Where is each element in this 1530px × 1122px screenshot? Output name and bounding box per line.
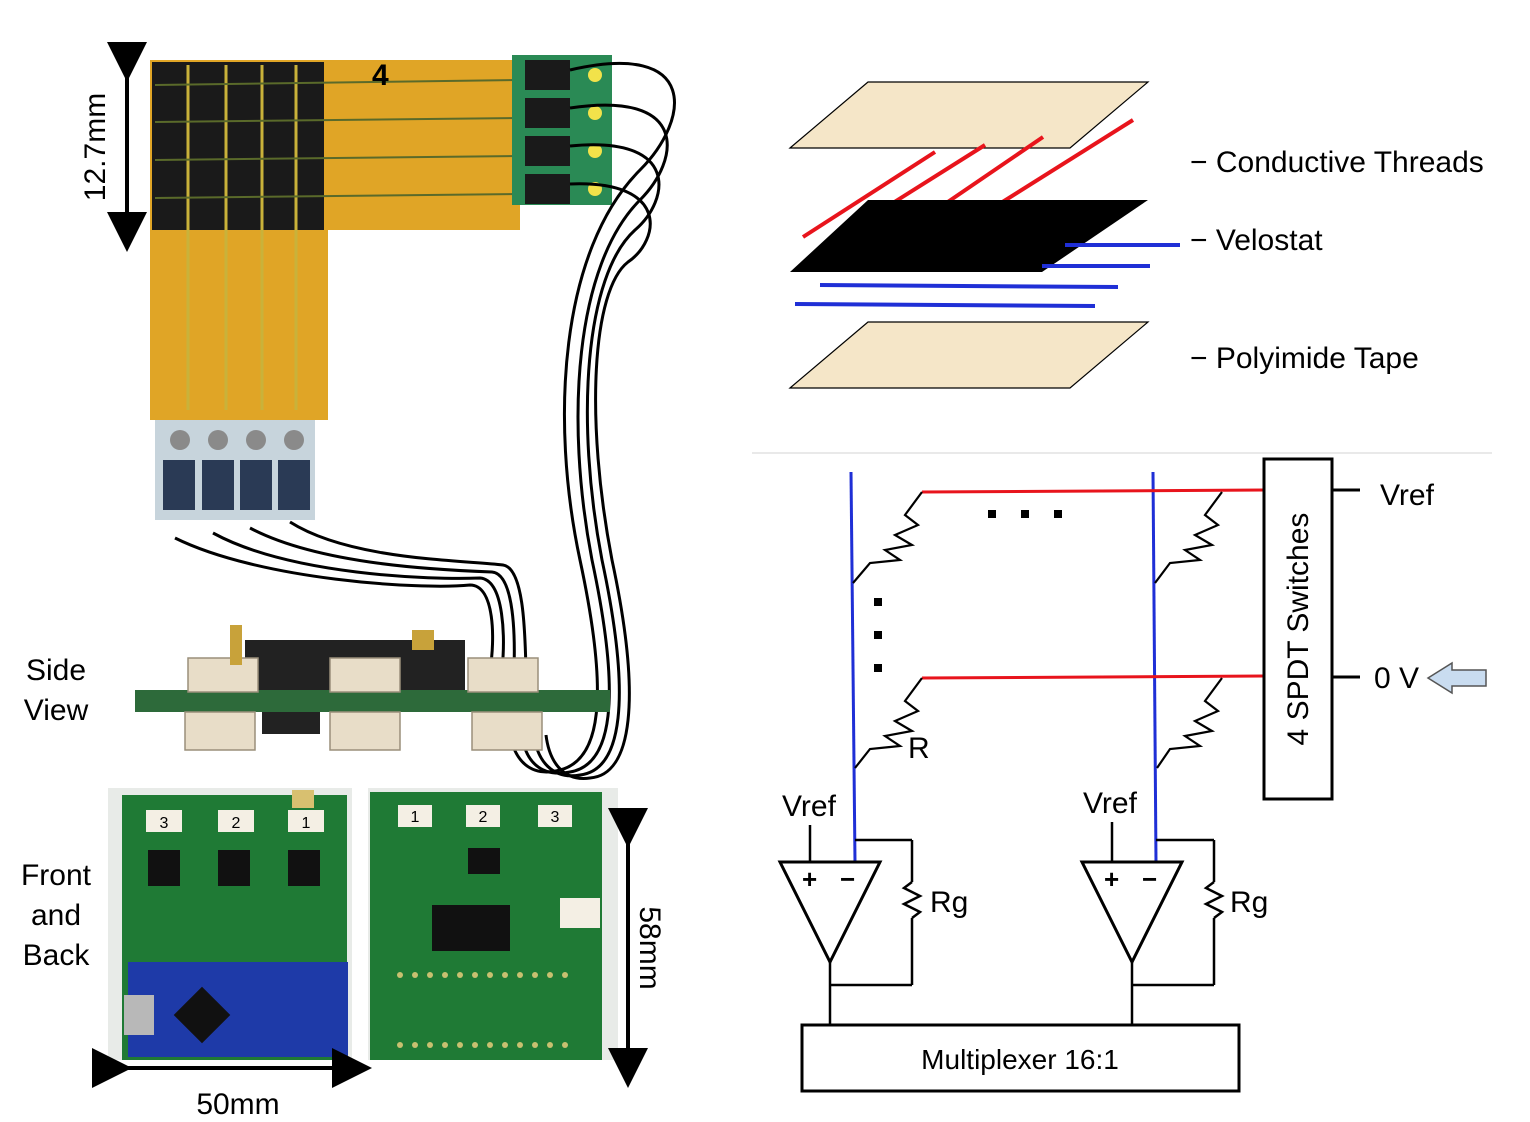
label-velostat: − Velostat xyxy=(1190,224,1323,257)
front-back-label-3: Back xyxy=(23,939,91,972)
amp2-plus: + xyxy=(1104,864,1119,894)
side-view-label-2: View xyxy=(24,694,89,727)
right-pins xyxy=(525,60,570,204)
multiplexer-box xyxy=(800,1023,1241,1093)
rg-amp1-label: Rg xyxy=(930,886,968,919)
ellipsis-vertical xyxy=(874,598,882,672)
arduino-nano xyxy=(128,962,348,1057)
front-board-cable xyxy=(292,790,314,808)
zero-v-arrow xyxy=(1426,661,1487,695)
side-view-pin xyxy=(230,625,242,665)
rg-amp2-label: Rg xyxy=(1230,886,1268,919)
side-view-pcb xyxy=(135,690,610,712)
back-jst xyxy=(560,898,600,928)
front-connector-3: 3 xyxy=(160,815,169,832)
back-chip-small xyxy=(468,848,500,874)
vref-switch-label: Vref xyxy=(1380,479,1435,512)
front-back-label-1: Front xyxy=(21,859,92,892)
bottom-tape-layer xyxy=(788,321,1150,389)
front-connectors xyxy=(146,810,324,832)
sensor-dimension-label: 12.7mm xyxy=(79,93,112,201)
row-wire-1 xyxy=(921,488,1265,494)
row-wire-2 xyxy=(921,674,1265,680)
sensor-resistors xyxy=(852,491,1223,769)
amp1-minus: − xyxy=(840,864,855,894)
vref-amp1-label: Vref xyxy=(782,790,837,823)
velostat-square xyxy=(152,62,324,230)
layer-stack-diagram: − Conductive Threads − Velostat − Polyim… xyxy=(788,81,1484,389)
front-chips xyxy=(148,850,320,886)
resistor-2-1 xyxy=(854,677,923,769)
label-conductive-threads: − Conductive Threads xyxy=(1190,146,1484,179)
side-view-connectors xyxy=(184,657,543,751)
side-view-pin-2 xyxy=(412,630,434,650)
amplifier-2: + − xyxy=(1079,822,1225,1025)
multiplexer-label: Multiplexer 16:1 xyxy=(921,1044,1119,1075)
resistor-2-2 xyxy=(1156,677,1223,769)
back-chip-mux xyxy=(432,905,510,951)
back-connector-1: 1 xyxy=(411,809,420,826)
front-back-label-2: and xyxy=(31,899,81,932)
velostat-layer xyxy=(790,200,1148,272)
label-polyimide-tape: − Polyimide Tape xyxy=(1190,342,1419,375)
height-dimension-label: 58mm xyxy=(633,906,666,989)
width-dimension-label: 50mm xyxy=(196,1088,279,1121)
nano-usb xyxy=(124,995,154,1035)
zero-v-label: 0 V xyxy=(1374,662,1419,695)
vref-amp2-label: Vref xyxy=(1083,787,1138,820)
tape-mark: 4 xyxy=(372,59,389,92)
front-connector-2: 2 xyxy=(232,815,241,832)
column-wire-2 xyxy=(1151,471,1158,863)
front-connector-1: 1 xyxy=(302,815,311,832)
bottom-pin-heads xyxy=(170,430,304,450)
switch-box-label: 4 SPDT Switches xyxy=(1282,513,1315,746)
wires-bottom xyxy=(174,520,528,671)
sensor-photo: 4 xyxy=(21,42,676,1121)
side-view-label-1: Side xyxy=(26,654,86,687)
side-view-bottom-parts xyxy=(262,712,320,734)
top-tape-layer xyxy=(788,81,1150,149)
bottom-pins xyxy=(163,460,310,510)
ellipsis-horizontal xyxy=(988,510,1062,518)
circuit-schematic: R 4 SPDT Switches Vref 0 V + − Vref Rg xyxy=(777,457,1487,1093)
blue-threads xyxy=(794,243,1180,308)
column-wire-1 xyxy=(849,471,857,863)
resistor-1-1 xyxy=(852,491,923,584)
back-connector-2: 2 xyxy=(479,809,488,826)
spdt-switch-box xyxy=(1262,457,1334,801)
horizontal-threads xyxy=(154,79,521,199)
back-pads xyxy=(397,972,568,1048)
amplifier-1: + − xyxy=(777,825,923,1025)
back-connectors xyxy=(398,805,572,827)
resistor-label-r: R xyxy=(908,732,930,765)
amp1-plus: + xyxy=(802,864,817,894)
resistor-1-2 xyxy=(1154,491,1223,584)
back-connector-3: 3 xyxy=(551,809,560,826)
amp2-minus: − xyxy=(1142,864,1157,894)
wires-right xyxy=(508,62,676,780)
